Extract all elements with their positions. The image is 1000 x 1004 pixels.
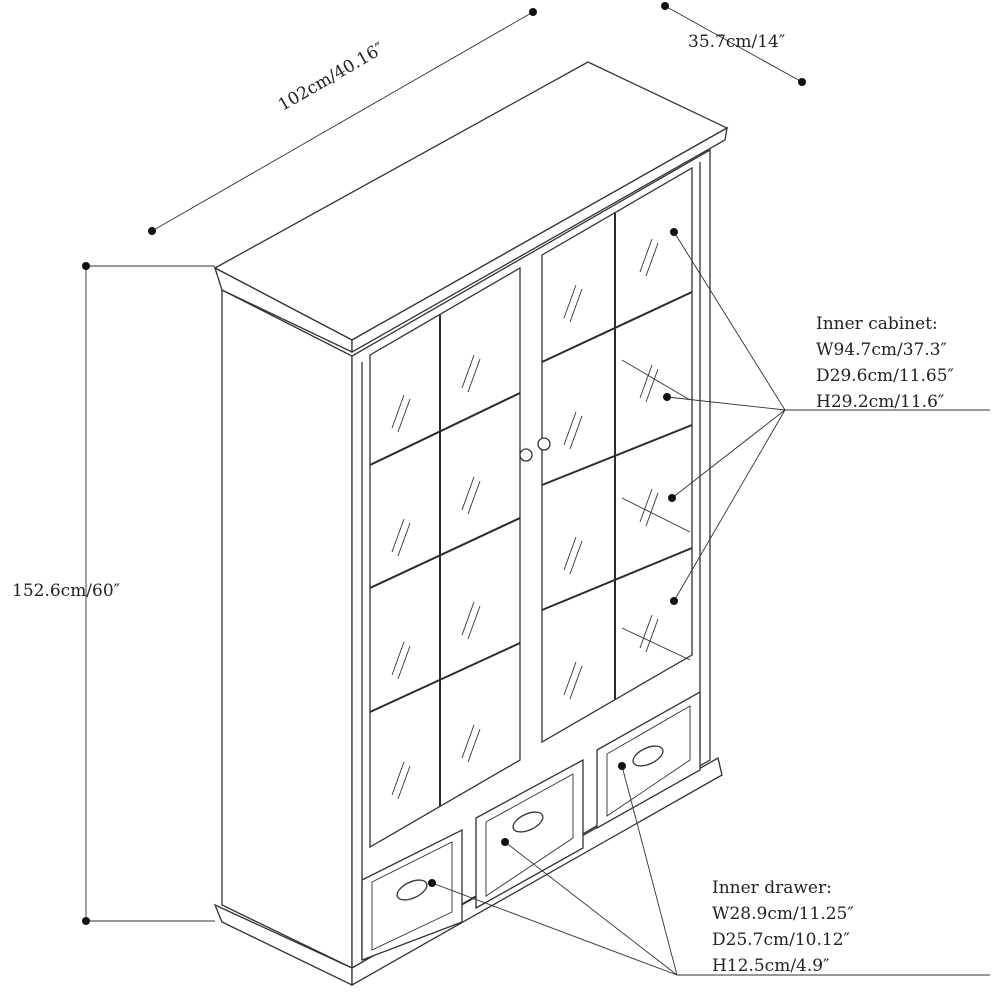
width-dim-dot-left bbox=[148, 227, 156, 235]
depth-dim-dot-top bbox=[661, 2, 669, 10]
left-door-knob bbox=[519, 448, 533, 462]
inner-drawer-spec: Inner drawer: W28.9cm/11.25″ D25.7cm/10.… bbox=[712, 875, 854, 979]
depth-dimension-label: 35.7cm/14″ bbox=[688, 32, 786, 52]
drawer-center bbox=[475, 758, 584, 910]
inner-drawer-title: Inner drawer: bbox=[712, 878, 832, 898]
drawer-left-handle bbox=[396, 879, 428, 901]
inner-drawer-depth: D25.7cm/10.12″ bbox=[712, 930, 850, 950]
inner-cabinet-dot-1 bbox=[670, 228, 678, 236]
depth-dim-dot-bottom bbox=[798, 78, 806, 86]
inner-cabinet-depth: D29.6cm/11.65″ bbox=[816, 366, 954, 386]
left-door-muntin-1 bbox=[369, 392, 521, 466]
width-dim-dot-right bbox=[529, 8, 537, 16]
inner-cabinet-spec: Inner cabinet: W94.7cm/37.3″ D29.6cm/11.… bbox=[816, 311, 954, 415]
right-door-knob bbox=[537, 437, 551, 451]
height-dimension-label: 152.6cm/60″ bbox=[12, 581, 121, 601]
inner-drawer-dot-2 bbox=[501, 838, 509, 846]
right-door-inner-shelves bbox=[621, 359, 691, 661]
right-door-muntin-2 bbox=[541, 424, 693, 486]
left-door-muntin-3 bbox=[369, 642, 521, 713]
left-door-muntin-2 bbox=[369, 517, 521, 589]
left-glass-door bbox=[369, 266, 521, 849]
inner-drawer-dot-1 bbox=[428, 879, 436, 887]
drawers bbox=[361, 690, 701, 961]
inner-drawer-width: W28.9cm/11.25″ bbox=[712, 904, 854, 924]
inner-drawer-dot-3 bbox=[618, 762, 626, 770]
drawer-center-handle bbox=[512, 811, 544, 833]
inner-cabinet-width: W94.7cm/37.3″ bbox=[816, 340, 947, 360]
dimension-lines bbox=[82, 2, 806, 925]
depth-dimension-line bbox=[664, 5, 803, 83]
left-door-glass-reflections bbox=[391, 354, 481, 800]
right-door-muntin-1 bbox=[541, 291, 693, 363]
right-door-muntin-3 bbox=[541, 547, 693, 611]
right-door-glass-reflections bbox=[563, 238, 659, 700]
height-dim-dot-bottom bbox=[82, 917, 90, 925]
cabinet-side-panel bbox=[221, 288, 353, 970]
drawer-right-handle bbox=[632, 745, 664, 767]
inner-cabinet-dot-2 bbox=[663, 393, 671, 401]
inner-drawer-height: H12.5cm/4.9″ bbox=[712, 956, 830, 976]
left-door-panel bbox=[369, 266, 521, 849]
right-glass-door bbox=[541, 166, 693, 744]
inner-cabinet-height: H29.2cm/11.6″ bbox=[816, 392, 945, 412]
cabinet-top-edge-front bbox=[351, 126, 728, 354]
door-knobs bbox=[519, 437, 551, 462]
inner-cabinet-title: Inner cabinet: bbox=[816, 314, 938, 334]
height-dim-dot-top bbox=[82, 262, 90, 270]
inner-cabinet-dot-4 bbox=[670, 597, 678, 605]
inner-cabinet-dot-3 bbox=[668, 494, 676, 502]
inner-drawer-leaders bbox=[428, 762, 990, 976]
inner-cabinet-leaders bbox=[663, 228, 990, 605]
width-dimension-line bbox=[151, 11, 534, 232]
